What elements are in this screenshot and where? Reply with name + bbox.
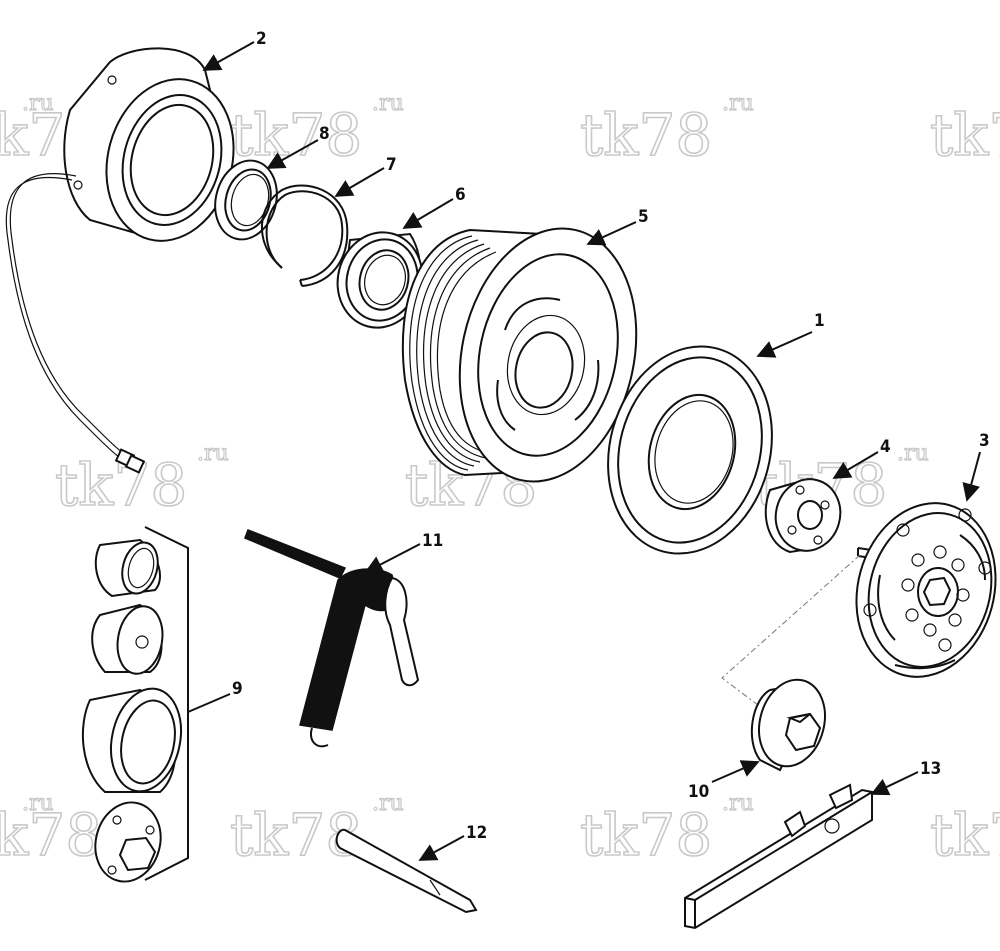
- callout-1: 1: [756, 311, 825, 358]
- watermark-sup: .ru: [372, 791, 404, 816]
- callout-7: 7: [334, 155, 397, 197]
- pulley-grooves: [409, 235, 497, 471]
- alignment-line: [721, 554, 861, 706]
- callout-label: 12: [466, 823, 487, 843]
- part-1-plate: [607, 345, 773, 555]
- watermark-mid-1: tk78 .ru: [54, 440, 229, 519]
- part-12-pin: [335, 828, 478, 914]
- watermark-sup: .ru: [722, 91, 754, 116]
- watermark-text: tk78: [580, 801, 712, 869]
- callout-2: 2: [202, 29, 267, 71]
- callout-label: 1: [814, 311, 825, 331]
- part-3-armature: [855, 502, 997, 678]
- watermark-sup: .ru: [22, 91, 54, 116]
- callout-6: 6: [402, 185, 466, 229]
- callout-label: 2: [256, 29, 267, 49]
- watermark-text: tk78: [0, 801, 102, 869]
- callout-label: 7: [386, 155, 397, 175]
- part-11-grease-gun: [244, 529, 420, 748]
- tool-puller: [94, 801, 162, 883]
- watermark-sup: .ru: [197, 441, 229, 466]
- callout-9: 9: [187, 679, 243, 713]
- callout-label: 9: [232, 679, 243, 699]
- watermark-sup: .ru: [22, 791, 54, 816]
- callout-label: 4: [880, 437, 891, 457]
- callout-label: 6: [455, 185, 466, 205]
- callout-11: 11: [364, 531, 443, 573]
- watermark-sup: .ru: [372, 91, 404, 116]
- watermark-bottom-left: tk78 .ru: [0, 790, 103, 869]
- part-5-pulley: [401, 227, 638, 483]
- part-9-tool-set: [81, 526, 189, 883]
- part-10-installer: [750, 678, 826, 772]
- watermark-text: tk78: [930, 101, 1000, 169]
- part-4-hub: [764, 478, 842, 554]
- watermark-top-2: tk78 .ru: [579, 90, 754, 169]
- watermark-top-1: tk78 .ru: [229, 90, 404, 169]
- tool-sleeve: [94, 538, 161, 598]
- part-2-field-coil: [5, 47, 235, 474]
- callout-4: 4: [832, 437, 891, 479]
- watermark-text: tk78: [580, 101, 712, 169]
- callout-label: 8: [319, 124, 330, 144]
- callout-label: 11: [422, 531, 443, 551]
- watermark-top-right: tk78: [929, 100, 1000, 170]
- watermark-text: tk78: [930, 801, 1000, 869]
- watermark-bottom-right: tk78: [929, 800, 1000, 870]
- callout-label: 10: [688, 782, 709, 802]
- callouts: 1 2 3 4 5 6 7 8: [187, 29, 990, 861]
- part-8-seal-ring: [214, 159, 278, 241]
- watermark-group: tk78 .ru tk78 .ru tk78 .ru tk78 tk78 .ru…: [0, 90, 1000, 870]
- part-13-fixture-bar: [684, 783, 873, 930]
- callout-3: 3: [962, 431, 990, 502]
- watermark-sup: .ru: [897, 441, 929, 466]
- callout-5: 5: [586, 207, 649, 246]
- watermark-sup: .ru: [722, 791, 754, 816]
- callout-10: 10: [688, 760, 760, 802]
- watermark-text: tk78: [230, 101, 362, 169]
- part-7-snap-ring: [261, 184, 349, 287]
- callout-12: 12: [418, 823, 487, 861]
- callout-label: 13: [920, 759, 941, 779]
- callout-label: 5: [638, 207, 649, 227]
- watermark-bottom-2: tk78 .ru: [579, 790, 754, 869]
- callout-label: 3: [979, 431, 990, 451]
- tool-cup: [91, 603, 164, 675]
- callout-8: 8: [266, 124, 330, 169]
- tool-ring: [81, 687, 182, 793]
- callout-13: 13: [870, 759, 941, 796]
